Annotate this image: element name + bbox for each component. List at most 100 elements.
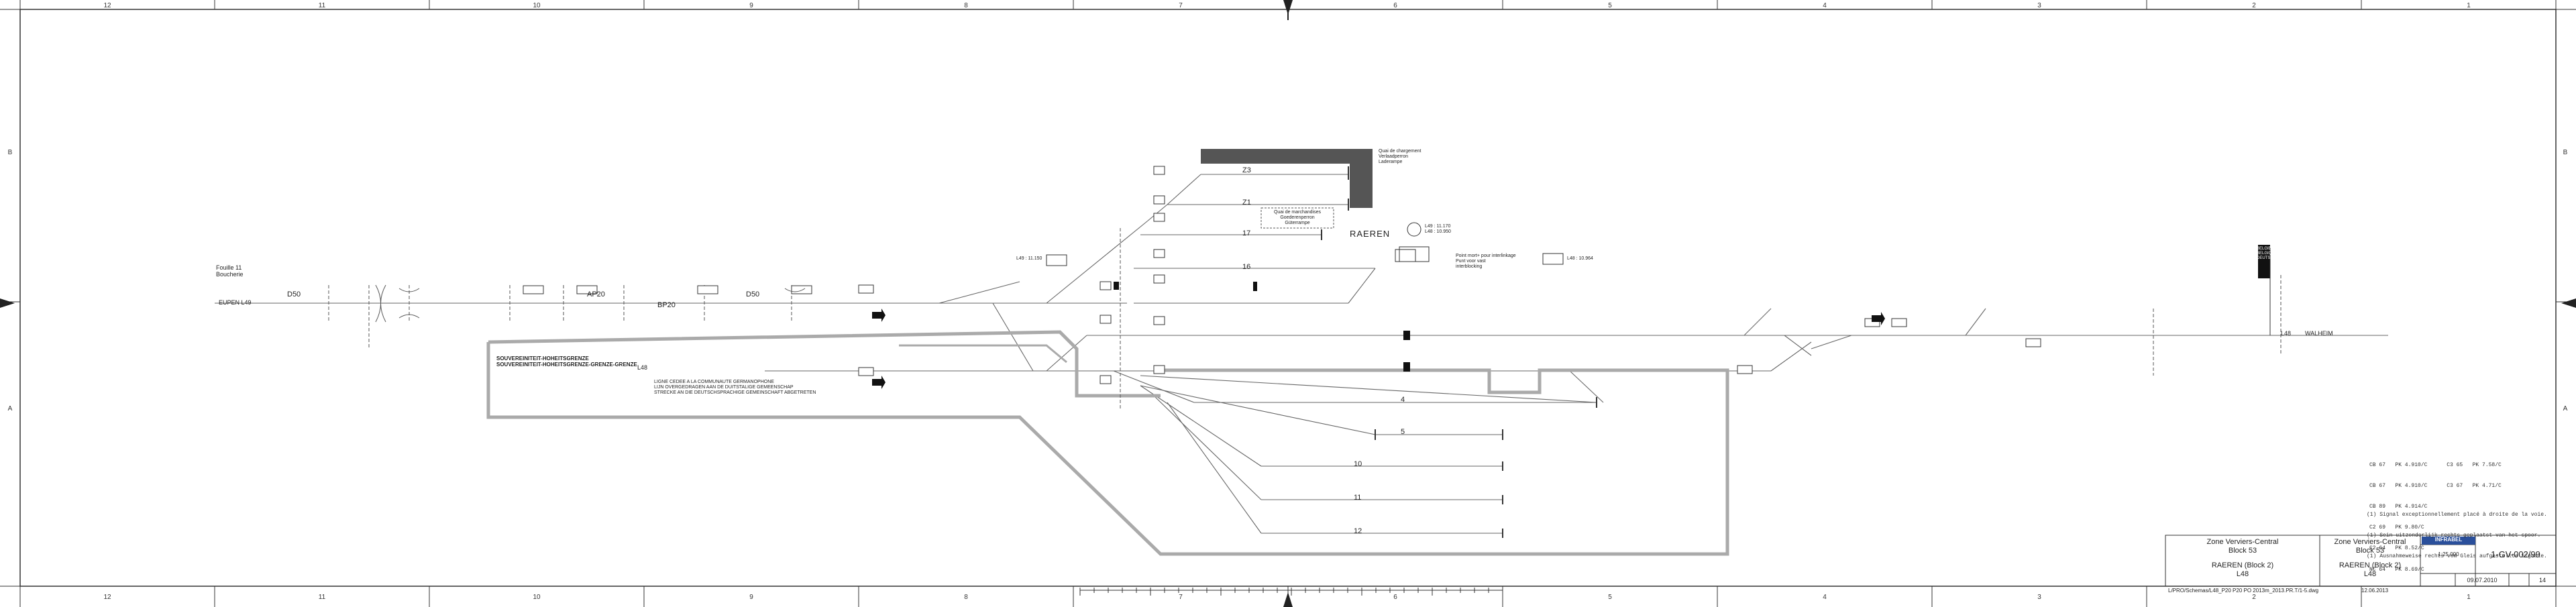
goods-quay-line-1: Quai de marchandises: [1273, 210, 1322, 215]
column-label: 5: [1608, 594, 1612, 601]
switch-note-line-3: interblocking: [1456, 264, 1483, 270]
column-label: 9: [749, 594, 753, 601]
board-name-1: BELGIE: [2257, 247, 2271, 251]
column-label: 4: [1823, 594, 1827, 601]
buffer-stops: [1321, 166, 1597, 538]
column-label: 12: [103, 2, 111, 9]
board-name-2: BELGIQUE: [2257, 252, 2277, 256]
km-top-b: L48 : 10.950: [1425, 229, 1451, 235]
quai-note: Quai de chargement Verlaadperron Laderam…: [1379, 149, 1421, 165]
section-marks: [328, 228, 2282, 409]
border-notes: SOUVEREINITEIT-HOHEITSGRENZE SOUVEREINIT…: [496, 355, 637, 368]
line-right: L48: [2363, 569, 2377, 578]
dist-left2-label: D50: [746, 290, 760, 298]
legend-row: C2 69 PK 9.80/C: [2369, 525, 2424, 531]
km-top: L49 : 11.170 L48 : 10.950: [1425, 224, 1451, 235]
board-name-3: DEUTSCHLAND: [2257, 256, 2288, 261]
community-note: LIGNE CEDEE A LA COMMUNAUTE GERMANOPHONE…: [654, 380, 816, 396]
right-line-label: L48: [2281, 330, 2292, 337]
column-label: 1: [2467, 2, 2471, 9]
file-path: L/PRO/Schemas/L48_P20 P20 PO 2013m_2013.…: [2168, 588, 2319, 594]
track-label-z1: Z1: [1242, 199, 1251, 207]
side-line-label: L48: [637, 364, 648, 371]
zone-right: Zone Verviers-Central: [2334, 538, 2406, 546]
community-line-2: LIJN OVERGEDRAGEN AAN DE DUITSTALIGE GEM…: [654, 385, 794, 390]
drawing-number: 1-GV-002/99: [2491, 549, 2540, 559]
border-line-2: SOUVEREINITEIT-HOHEITSGRENZE-GRENZE-GREN…: [496, 362, 637, 368]
community-line-1: LIGNE CEDEE A LA COMMUNAUTE GERMANOPHONE: [654, 380, 774, 384]
board-text: BELGIE BELGIQUE DEUTSCHLAND: [2257, 247, 2288, 262]
row-label-a-right: A: [2563, 405, 2568, 412]
goods-quay-line-3: Güterrampe: [1285, 221, 1310, 226]
quai-line-2: Verlaadperron: [1379, 154, 1408, 160]
column-label: 10: [533, 2, 541, 9]
quai-line-3: Laderampe: [1379, 160, 1403, 165]
column-label: 6: [1393, 2, 1397, 9]
column-label: 8: [964, 594, 968, 601]
column-label: 1: [2467, 594, 2471, 601]
column-label: 3: [2037, 2, 2041, 9]
station-name: RAEREN: [1350, 229, 1391, 239]
station-right: RAEREN (Block 2): [2339, 561, 2402, 570]
quai-line-1: Quai de chargement: [1379, 149, 1421, 154]
km-top-a: L49 : 11.170: [1425, 224, 1451, 229]
loading-dock: [1201, 149, 1372, 164]
column-label: 11: [319, 594, 326, 601]
km-left: L49 : 11.150: [1016, 256, 1042, 261]
switch-note-line-1: Point mort+ pour interlinkage: [1456, 254, 1516, 258]
track-label-10: 10: [1354, 460, 1362, 468]
zone-left: Zone Verviers-Central: [2206, 538, 2279, 546]
legend-row: NC 64 PK 8.69/C: [2369, 566, 2424, 573]
switch-note-line-2: Punt voor vast: [1456, 259, 1486, 264]
column-label: 8: [964, 2, 968, 9]
community-line-3: STRECKE AN DIE DEUTSCHSPRACHIGE GEMEINSC…: [654, 390, 816, 396]
column-label: 11: [319, 2, 326, 9]
left-sign-line-2: Boucherie: [216, 271, 244, 278]
track-label-11: 11: [1354, 494, 1362, 502]
border-line-1: SOUVEREINITEIT-HOHEITSGRENZE: [496, 355, 589, 362]
footnote: (1) Signal exceptionnellement placé à dr…: [2367, 511, 2547, 518]
ap20-label: AP20: [587, 290, 605, 298]
column-label: 5: [1608, 2, 1612, 9]
column-label: 2: [2252, 594, 2256, 601]
left-sign: Fouille 11 Boucherie: [216, 264, 263, 278]
legend-row: CB 67 PK 4.910/C C3 65 PK 7.58/C: [2369, 461, 2502, 468]
scale-value: 1:25.000: [2438, 551, 2459, 557]
column-label: 2: [2252, 2, 2256, 9]
drawing-date: 09.07.2010: [2467, 577, 2498, 584]
goods-quay-note: Quai de marchandises Goederenperron Güte…: [1264, 210, 1331, 226]
track-label-5: 5: [1401, 428, 1405, 436]
km-marker-icon: [1407, 222, 1421, 237]
legend-table: CB 67 PK 4.910/C C3 65 PK 7.58/C CB 67 P…: [2369, 448, 2502, 580]
goods-quay-line-2: Goederenperron: [1280, 215, 1315, 221]
scale-bar: [1079, 588, 1503, 596]
legend-row: CB 89 PK 4.914/C: [2369, 504, 2428, 510]
print-date: 12.06.2013: [2361, 588, 2389, 594]
footnote: (1) Ausnahmeweise rechts vom Gleis aufge…: [2367, 553, 2547, 560]
legend-row: C2 64 PK 8.52/C: [2369, 545, 2424, 552]
row-label-b-right: B: [2563, 149, 2568, 156]
column-label: 7: [1179, 2, 1183, 9]
track-label-16: 16: [1242, 263, 1251, 271]
signal-icons: [523, 166, 2041, 384]
column-label: 9: [749, 2, 753, 9]
block-left: Block 53: [2228, 546, 2257, 555]
switch-note: Point mort+ pour interlinkage Punt voor …: [1456, 254, 1516, 270]
column-label: 12: [103, 594, 111, 601]
dist-left-label: D50: [287, 290, 301, 298]
line-left: L48: [2236, 569, 2249, 578]
row-label-b: B: [8, 149, 13, 156]
track-label-z3: Z3: [1242, 166, 1251, 174]
border-board: [2258, 245, 2270, 278]
row-label-a: A: [8, 405, 13, 412]
track-label-12: 12: [1354, 527, 1362, 535]
sheet-number: 14: [2538, 577, 2546, 584]
left-sign-line-1: Fouille 11: [216, 264, 242, 271]
right-station-label: WALHEIM: [2305, 330, 2333, 337]
km-mid: L48 : 10.964: [1567, 256, 1593, 261]
legend-footnotes: (1) Signal exceptionnellement placé à dr…: [2367, 498, 2547, 567]
column-label: 4: [1823, 2, 1827, 9]
left-line-label: EUPEN L49: [219, 299, 252, 306]
